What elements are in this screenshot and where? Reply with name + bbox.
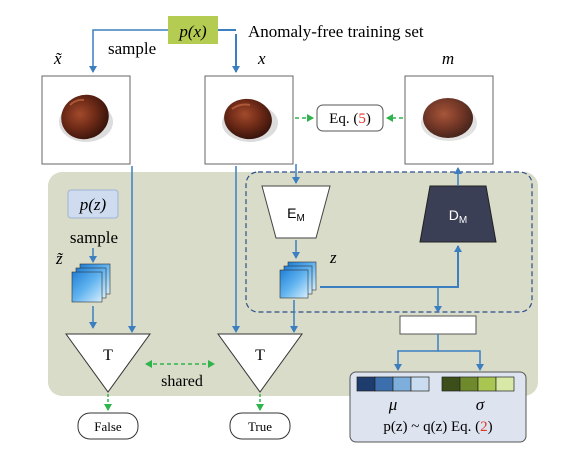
true-output-box [229, 412, 291, 440]
t-right-label: T [255, 347, 265, 364]
z-label: z [329, 248, 337, 267]
training-set-label: Anomaly-free training set [248, 22, 424, 41]
stats-box [399, 315, 477, 335]
decoder-label: DM [449, 207, 467, 226]
eq5-text: Eq. (5) [329, 111, 371, 127]
false-output-box [77, 412, 139, 440]
x-tilde-label: x̃ [53, 49, 62, 68]
sample-left-label: sample [70, 228, 118, 247]
x-label: x [257, 49, 266, 68]
autoencoder-dashed-box [245, 171, 533, 313]
discriminator-t-left [65, 333, 151, 393]
sigma-label: σ [476, 395, 485, 414]
px-label: p(x) [178, 22, 207, 41]
sigma-vector [441, 376, 515, 392]
px-box [168, 16, 218, 44]
hazelnut-image-left [59, 94, 113, 142]
eq5-box [316, 104, 384, 132]
sampled-z-tilde-stack [71, 263, 111, 303]
hazelnut-image-center [222, 98, 278, 142]
image-m-frame [404, 75, 494, 165]
encoder-trapezoid [261, 185, 331, 239]
kl-equation-text: p(z) ~ q(z) Eq. (2) [383, 419, 492, 435]
arrow-z-to-decoder [320, 245, 462, 288]
arrow-px-to-x-tilde [89, 29, 168, 73]
mu-label: μ [388, 395, 398, 414]
sample-top-label: sample [108, 39, 156, 58]
discriminator-t-right [217, 333, 303, 393]
m-label: m [442, 49, 454, 68]
arrow-stats-to-mu [394, 334, 439, 371]
t-left-label: T [103, 347, 113, 364]
mu-vector [356, 376, 430, 392]
shared-label: shared [161, 373, 203, 390]
image-x-tilde-frame [41, 75, 131, 165]
arrow-stats-to-sigma [438, 350, 484, 371]
hazelnut-image-reconstruction [421, 98, 477, 141]
latent-z-stack [279, 261, 317, 299]
encoder-label: EM [287, 205, 305, 224]
z-tilde-label: z̃ [55, 249, 64, 268]
true-label: True [248, 419, 272, 434]
decoder-trapezoid [419, 185, 497, 243]
pz-label: p(z) [79, 195, 107, 214]
false-label: False [94, 419, 122, 434]
pz-box [67, 189, 119, 219]
